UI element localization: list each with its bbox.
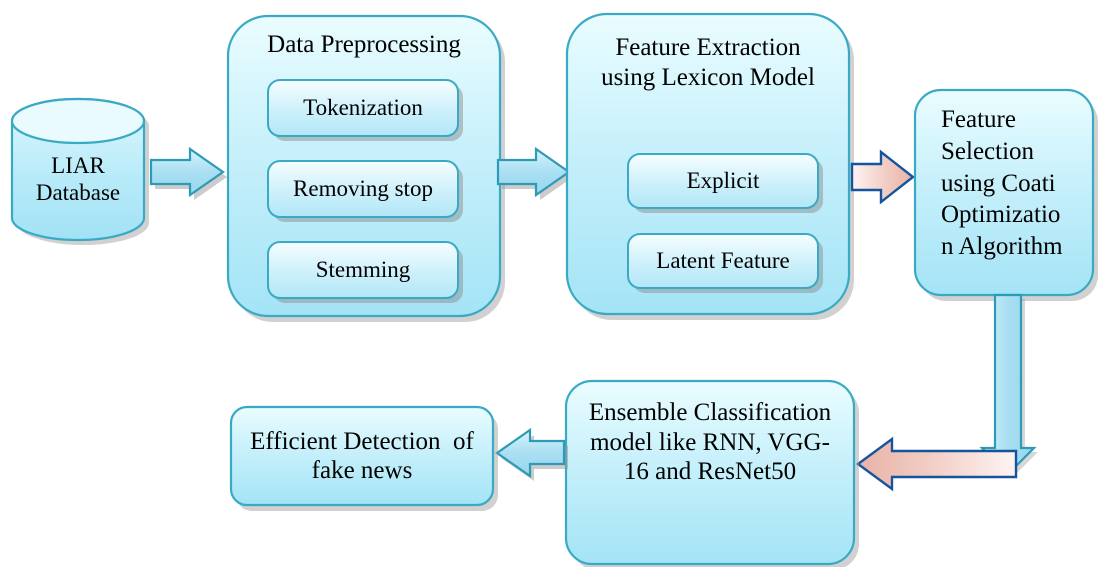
efficient-detection-body xyxy=(229,405,495,507)
node-ensemble-classification[interactable] xyxy=(564,379,859,567)
edge-selection-to-ensemble xyxy=(855,436,1018,492)
arrow-body xyxy=(850,149,915,205)
liar-database-top xyxy=(10,97,146,145)
arrow-body xyxy=(149,146,225,198)
node-data-preprocessing[interactable] xyxy=(226,14,505,322)
stemming-body[interactable] xyxy=(267,241,459,299)
removing-stop-body[interactable] xyxy=(267,160,459,218)
node-feature-selection[interactable] xyxy=(913,88,1098,301)
arrow-body xyxy=(979,293,1037,476)
node-efficient-detection[interactable] xyxy=(229,405,498,511)
edge-extraction-to-selection xyxy=(850,149,915,205)
tokenization-body[interactable] xyxy=(267,79,459,137)
edge-preprocessing-to-extraction xyxy=(496,146,573,200)
latent-feature-body[interactable] xyxy=(627,233,819,289)
edge-ensemble-to-detection xyxy=(495,427,568,481)
explicit-body[interactable] xyxy=(627,153,819,209)
arrow-body xyxy=(495,427,566,479)
ensemble-classification-body xyxy=(564,379,856,566)
edge-selection-down xyxy=(979,293,1038,478)
edge-db-to-preprocessing xyxy=(149,146,227,200)
node-feature-extraction[interactable] xyxy=(565,12,854,320)
arrow-body xyxy=(496,146,571,198)
feature-selection-body xyxy=(913,88,1095,297)
arrow-body xyxy=(855,436,1018,492)
node-liar-database[interactable] xyxy=(10,97,149,245)
